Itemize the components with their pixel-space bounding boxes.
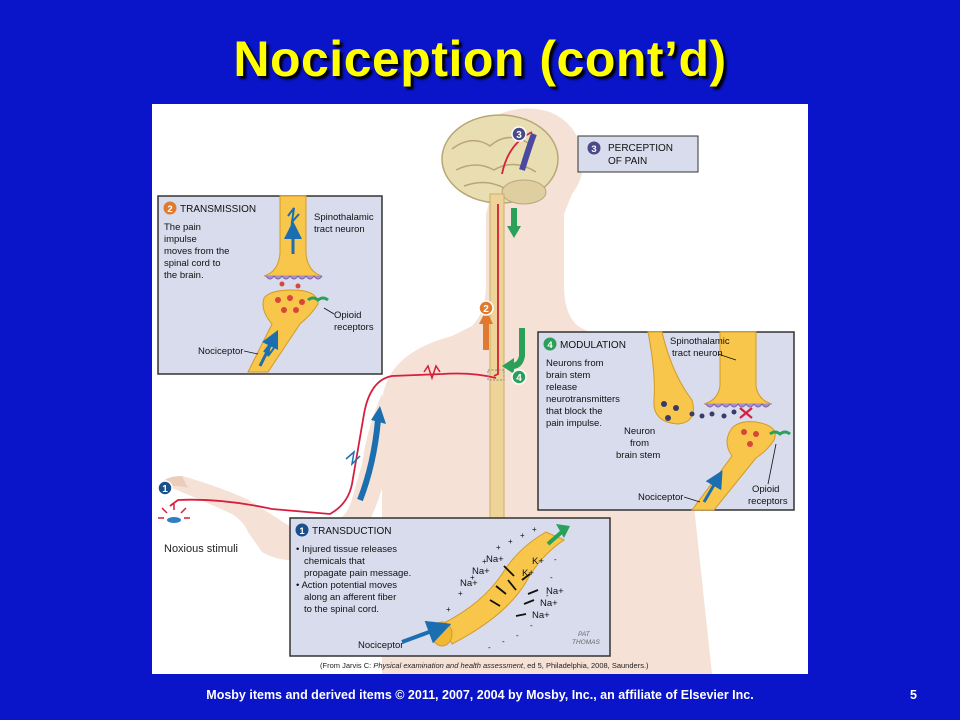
svg-text:PERCEPTION: PERCEPTION bbox=[608, 143, 673, 154]
svg-text:• Action potential moves: • Action potential moves bbox=[296, 580, 397, 591]
transduction-panel: 1 TRANSDUCTION • Injured tissue releases… bbox=[289, 517, 611, 657]
svg-text:-: - bbox=[554, 555, 557, 564]
nociception-figure: 3 2 4 1 Noxious stimuli 3 PERCEPTION OF … bbox=[152, 104, 808, 674]
pain-pathway bbox=[169, 131, 533, 515]
svg-text:brain stem: brain stem bbox=[616, 450, 660, 461]
svg-text:PAT: PAT bbox=[578, 631, 591, 638]
svg-text:-: - bbox=[530, 621, 533, 630]
svg-text:Spinothalamic: Spinothalamic bbox=[670, 336, 730, 347]
svg-text:-: - bbox=[488, 643, 491, 652]
blue-ascending-arrow bbox=[357, 419, 381, 502]
svg-text:release: release bbox=[546, 382, 577, 393]
svg-text:-: - bbox=[502, 637, 505, 646]
impulse-zigzag-arm bbox=[423, 364, 441, 381]
svg-text:Na+: Na+ bbox=[532, 610, 550, 621]
svg-text:3: 3 bbox=[516, 130, 522, 141]
svg-text:2: 2 bbox=[167, 204, 172, 215]
nociception-diagram: 3 2 4 1 Noxious stimuli 3 PERCEPTION OF … bbox=[157, 108, 795, 674]
svg-text:4: 4 bbox=[547, 340, 553, 351]
svg-text:Na+: Na+ bbox=[460, 578, 478, 589]
svg-text:+: + bbox=[482, 557, 487, 566]
svg-text:+: + bbox=[508, 537, 513, 546]
step-marker-2: 2 bbox=[478, 300, 494, 316]
svg-text:K+: K+ bbox=[532, 556, 544, 567]
svg-text:K+: K+ bbox=[522, 568, 534, 579]
svg-text:tract neuron: tract neuron bbox=[314, 224, 365, 235]
svg-text:• Injured tissue releases: • Injured tissue releases bbox=[296, 544, 397, 555]
svg-text:Opioid: Opioid bbox=[752, 484, 779, 495]
svg-text:pain impulse.: pain impulse. bbox=[546, 418, 602, 429]
svg-text:Nociceptor: Nociceptor bbox=[638, 492, 683, 503]
synapse-mark bbox=[487, 369, 505, 381]
svg-text:to the spinal cord.: to the spinal cord. bbox=[304, 604, 379, 615]
blue-arrow-head bbox=[371, 406, 386, 424]
brain-illustration bbox=[441, 114, 559, 205]
svg-text:impulse: impulse bbox=[164, 234, 197, 245]
noxious-stimuli-label: Noxious stimuli bbox=[164, 543, 238, 555]
svg-text:+: + bbox=[458, 589, 463, 598]
svg-text:Na+: Na+ bbox=[486, 554, 504, 565]
svg-text:moves from the: moves from the bbox=[164, 246, 229, 257]
green-arrow-head bbox=[502, 358, 514, 374]
purple-perception-arrow bbox=[519, 132, 537, 171]
svg-text:2: 2 bbox=[483, 304, 489, 315]
svg-text:+: + bbox=[446, 605, 451, 614]
svg-text:neurotransmitters: neurotransmitters bbox=[546, 394, 620, 405]
svg-text:Na+: Na+ bbox=[540, 598, 558, 609]
svg-text:Opioid: Opioid bbox=[334, 310, 361, 321]
svg-text:+: + bbox=[470, 573, 475, 582]
svg-text:from: from bbox=[630, 438, 649, 449]
transmission-panel: 2 TRANSMISSION The pain impulse moves fr… bbox=[157, 195, 383, 375]
svg-text:propagate pain message.: propagate pain message. bbox=[304, 568, 411, 579]
svg-text:3: 3 bbox=[591, 144, 596, 155]
noxious-stimulus-icon bbox=[158, 504, 190, 523]
svg-text:chemicals that: chemicals that bbox=[304, 556, 365, 567]
svg-text:-: - bbox=[516, 631, 519, 640]
svg-text:Spinothalamic: Spinothalamic bbox=[314, 212, 374, 223]
svg-text:tract neuron: tract neuron bbox=[672, 348, 723, 359]
svg-text:-: - bbox=[550, 573, 553, 582]
figure-credit: (From Jarvis C: Physical examination and… bbox=[320, 661, 649, 670]
svg-text:MODULATION: MODULATION bbox=[560, 340, 626, 351]
svg-text:THOMAS: THOMAS bbox=[572, 639, 600, 646]
svg-text:OF PAIN: OF PAIN bbox=[608, 156, 647, 167]
svg-text:receptors: receptors bbox=[748, 496, 788, 507]
svg-text:Na+: Na+ bbox=[472, 566, 490, 577]
slide-footer: Mosby items and derived items © 2011, 20… bbox=[206, 688, 754, 702]
svg-text:spinal cord to: spinal cord to bbox=[164, 258, 221, 269]
svg-text:TRANSMISSION: TRANSMISSION bbox=[180, 204, 256, 215]
step-marker-3: 3 bbox=[511, 126, 527, 142]
svg-text:Nociceptor: Nociceptor bbox=[358, 640, 403, 651]
svg-text:1: 1 bbox=[162, 484, 168, 495]
svg-text:Neurons from: Neurons from bbox=[546, 358, 604, 369]
svg-text:along an afferent fiber: along an afferent fiber bbox=[304, 592, 396, 603]
step-marker-1: 1 bbox=[157, 480, 173, 496]
step-marker-4: 4 bbox=[511, 369, 527, 385]
svg-text:receptors: receptors bbox=[334, 322, 374, 333]
svg-text:Na+: Na+ bbox=[546, 586, 564, 597]
svg-text:+: + bbox=[520, 531, 525, 540]
svg-text:-: - bbox=[546, 591, 549, 600]
slide-number: 5 bbox=[910, 688, 917, 702]
svg-text:+: + bbox=[532, 525, 537, 534]
perception-box: 3 PERCEPTION OF PAIN bbox=[577, 135, 699, 173]
svg-text:Neuron: Neuron bbox=[624, 426, 655, 437]
orange-arrow-head bbox=[479, 310, 493, 324]
svg-text:4: 4 bbox=[516, 373, 522, 384]
svg-text:TRANSDUCTION: TRANSDUCTION bbox=[312, 526, 391, 537]
impulse-zigzag-forearm bbox=[345, 450, 361, 467]
svg-text:1: 1 bbox=[299, 526, 305, 537]
svg-text:that block the: that block the bbox=[546, 406, 603, 417]
svg-text:+: + bbox=[496, 543, 501, 552]
svg-text:brain stem: brain stem bbox=[546, 370, 590, 381]
svg-text:the brain.: the brain. bbox=[164, 270, 204, 281]
svg-text:The pain: The pain bbox=[164, 222, 201, 233]
green-brain-arrow-head bbox=[507, 226, 521, 238]
svg-text:Nociceptor: Nociceptor bbox=[198, 346, 243, 357]
slide-title: Nociception (cont’d) bbox=[233, 31, 727, 87]
modulation-panel: 4 MODULATION Neurons from brain stem rel… bbox=[537, 331, 795, 511]
